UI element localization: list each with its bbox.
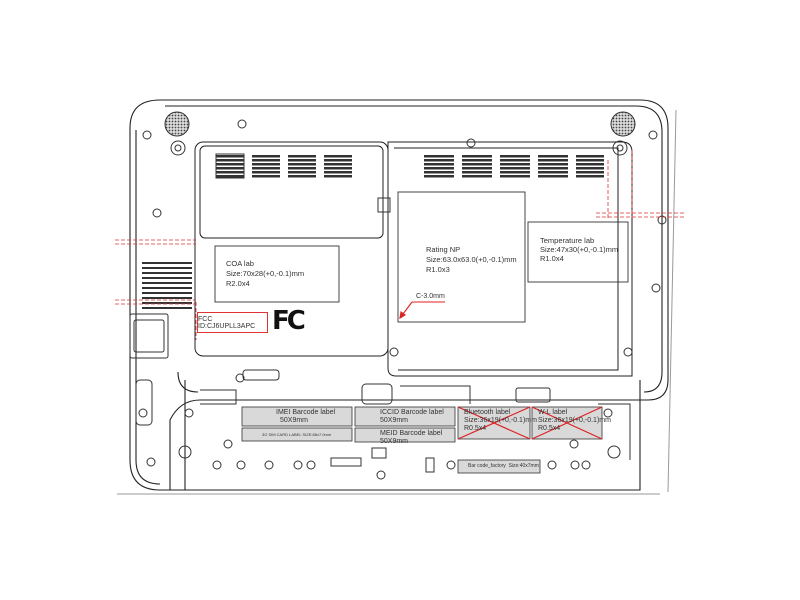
coa-label-size: Size:70x28(+0,-0.1)mm: [226, 269, 305, 278]
right-cover-panel: [387, 141, 633, 377]
temperature-label-radius: R1.0x4: [540, 254, 564, 263]
chassis-outline: [129, 99, 669, 491]
temperature-label-size: Size:47x30(+0,-0.1)mm: [540, 245, 619, 254]
speaker-right: [610, 111, 636, 137]
speaker-left: [164, 111, 190, 137]
meid-label-title: MEID Barcode label: [380, 430, 443, 437]
side-vent: [142, 262, 192, 309]
drawing-border: [117, 109, 677, 495]
coa-label-title: COA lab: [226, 259, 254, 268]
imei-label-size: 50X9mm: [280, 417, 309, 424]
rating-label-size: Size:63.0x63.0(+0,-0.1)mm: [426, 255, 517, 264]
vent-slots-right: [424, 155, 604, 178]
meid-label-size: 50X9mm: [380, 438, 409, 445]
wl-label-size: Size:36x19(+0,-0.1)mm: [538, 417, 611, 424]
bluetooth-label-radius: R0.5x4: [464, 425, 487, 432]
factory-barcode-label: Bar code_factory Size:40x7mm: [468, 463, 539, 469]
wl-label-title: W-L label: [538, 409, 568, 416]
screw-holes: [138, 119, 667, 480]
fcc-logo: FC: [272, 306, 306, 336]
rating-label-radius: R1.0x3: [426, 265, 450, 274]
chamfer-leader: [399, 301, 445, 320]
bluetooth-label-title: Bluetooth label: [464, 409, 511, 416]
iccid-label-size: 50X9mm: [380, 417, 409, 424]
hardware-details: [129, 197, 631, 473]
label-outlines: [214, 191, 629, 323]
wl-label-radius: R0.5x4: [538, 425, 561, 432]
bluetooth-label-size: Size:36x19(+0,-0.1)mm: [464, 417, 537, 424]
vent-slots-left: [215, 153, 352, 179]
sim-card-label: 3G SIM CARD LABEL SIZE:88x7.0mm: [262, 432, 332, 437]
fcc-id-label: FCC ID:CJ6UPLL3APC: [197, 312, 268, 333]
chamfer-note: C-3.0mm: [416, 293, 445, 300]
red-reference-lines: [115, 150, 684, 340]
coa-label-radius: R2.0x4: [226, 279, 250, 288]
red-crossouts: [457, 406, 603, 440]
iccid-label-title: ICCID Barcode label: [380, 409, 444, 416]
imei-label-title: IMEI Barcode label: [276, 409, 336, 416]
rating-label-title: Rating NP: [426, 245, 461, 254]
temperature-label-title: Temperature lab: [540, 236, 595, 245]
